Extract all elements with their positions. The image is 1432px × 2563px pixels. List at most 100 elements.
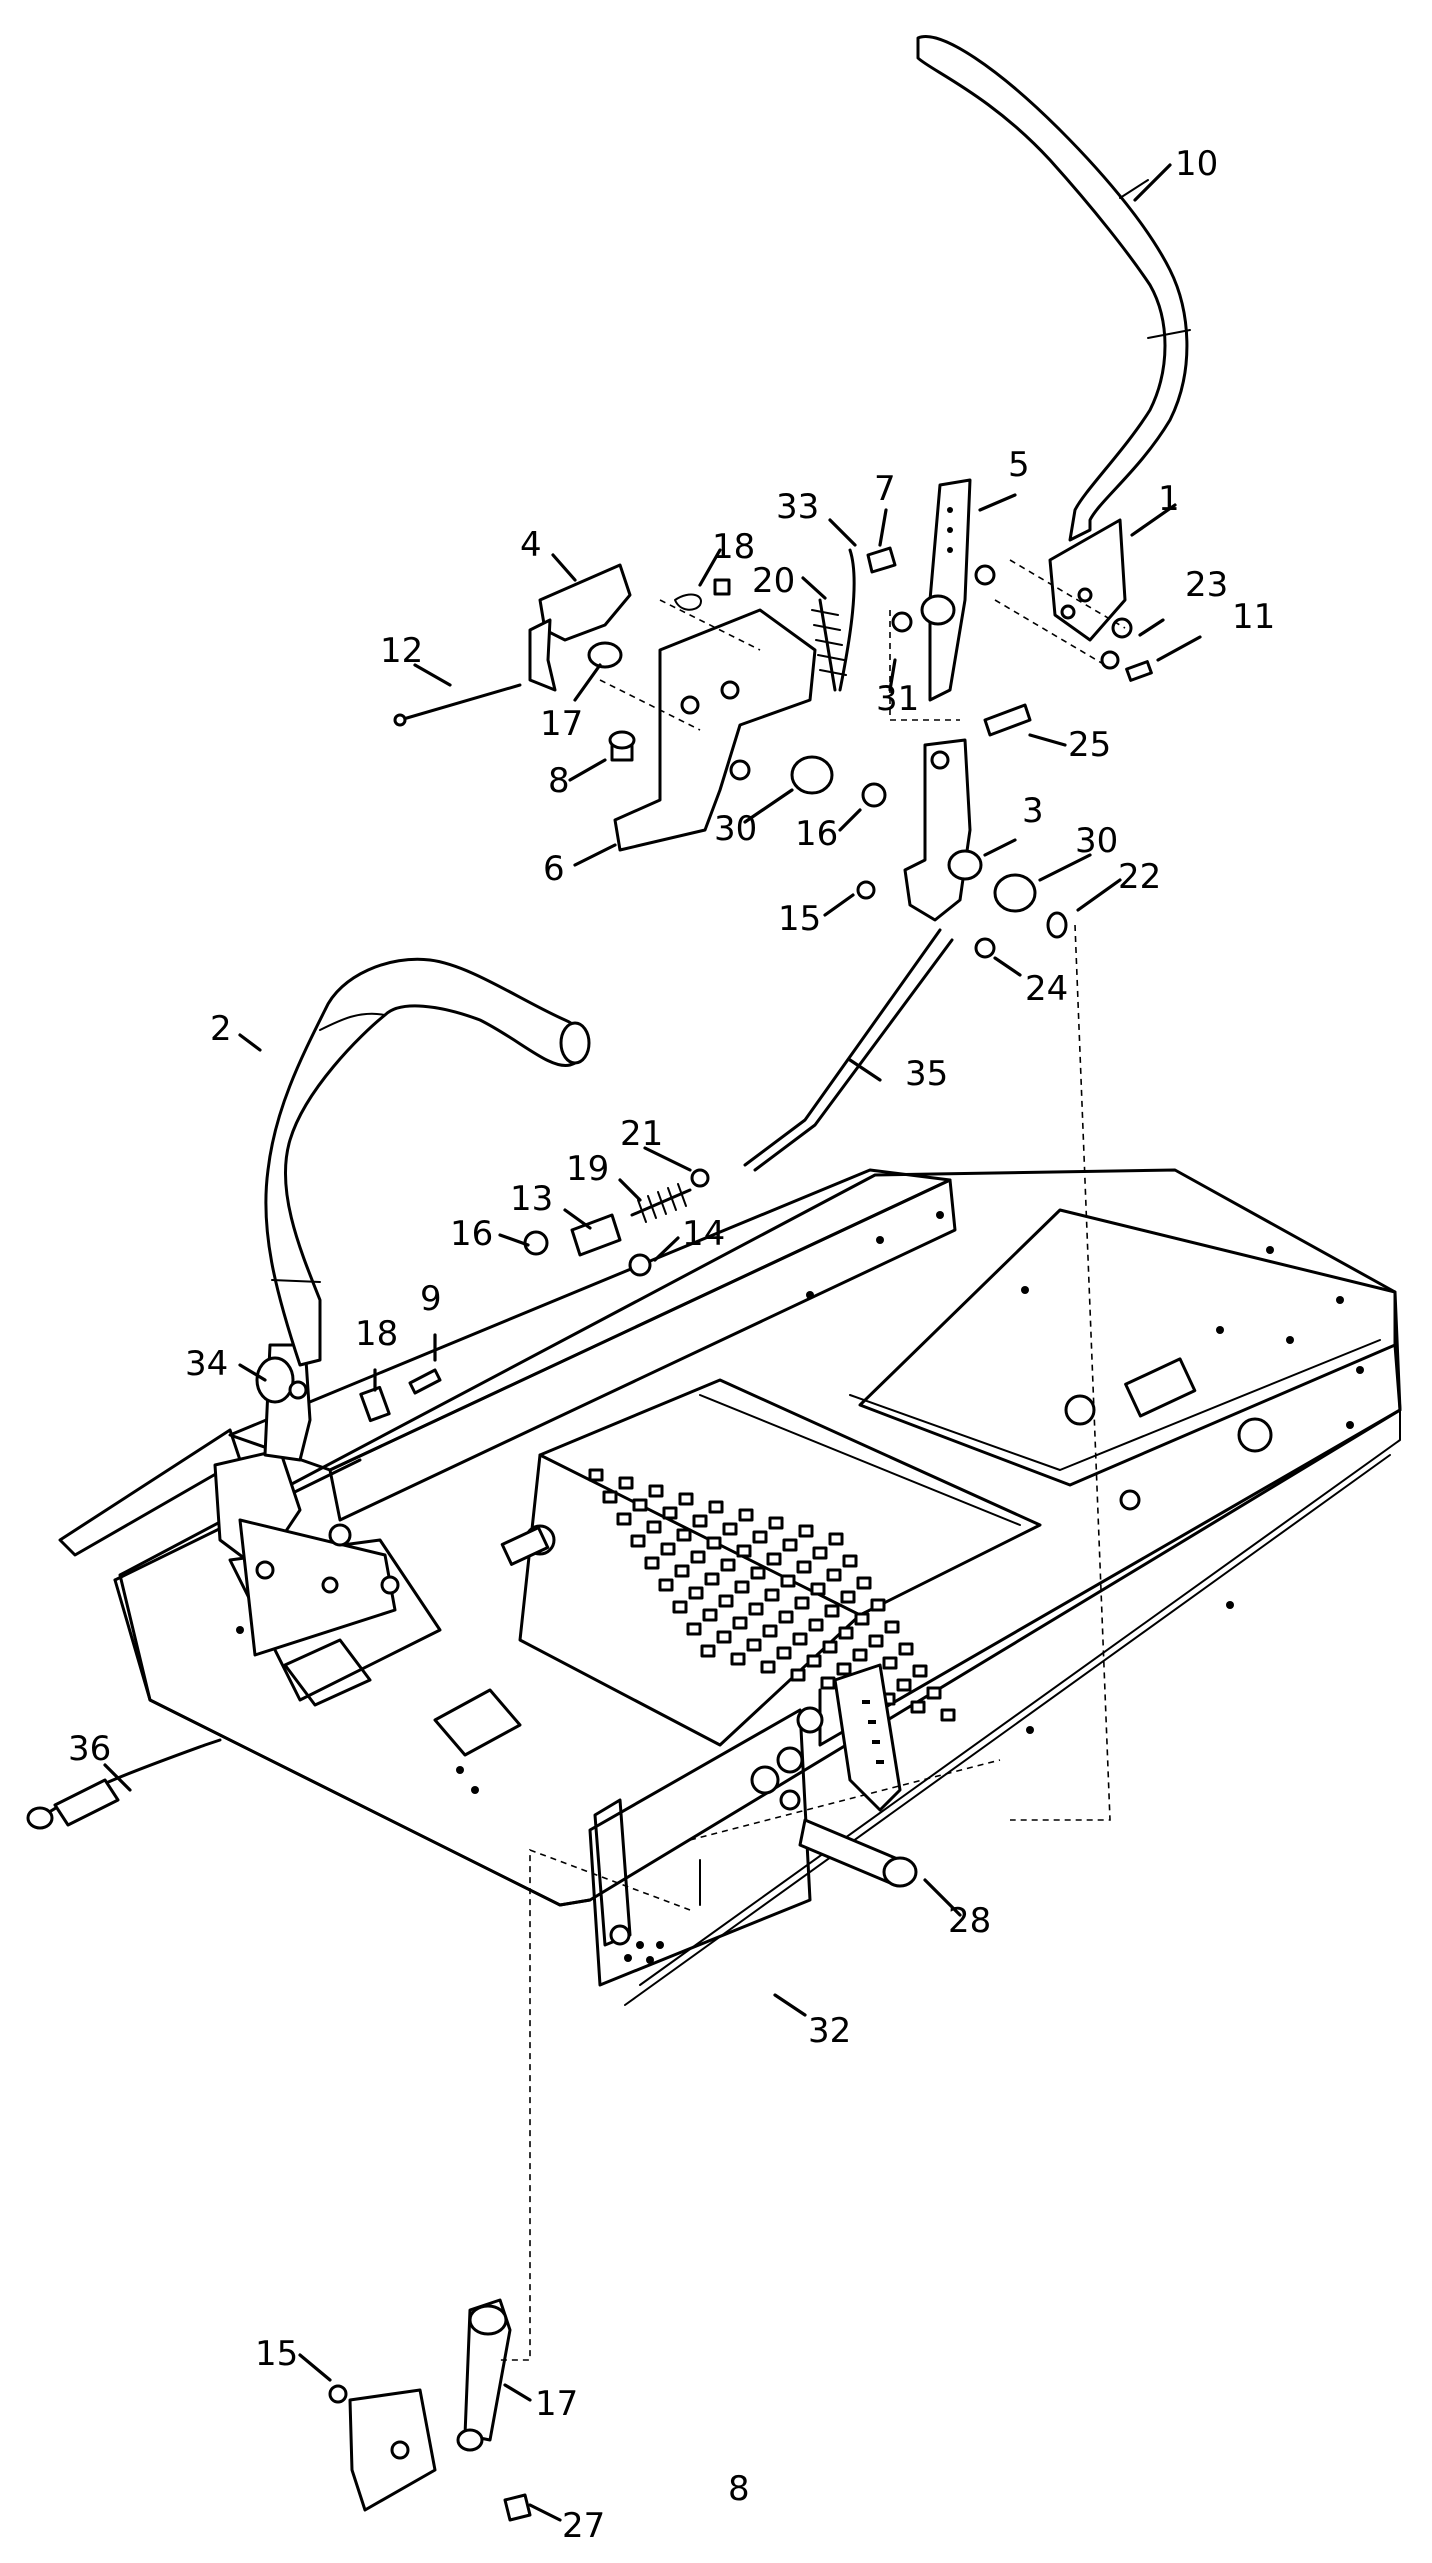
- floor-pan-holes: [588, 1468, 956, 1722]
- callout-2: 2: [210, 1009, 232, 1049]
- floor-hole: [854, 1612, 870, 1626]
- floor-hole: [810, 1582, 826, 1596]
- callout-33: 33: [776, 487, 819, 527]
- floor-hole: [736, 1544, 752, 1558]
- floor-hole: [704, 1572, 720, 1586]
- floor-hole: [896, 1678, 912, 1692]
- floor-hole: [646, 1520, 662, 1534]
- lower-parts: [348, 2298, 532, 2522]
- floor-hole: [644, 1556, 660, 1570]
- callout-25: 23: [1185, 565, 1228, 605]
- floor-hole: [898, 1642, 914, 1656]
- callout-23: 21: [620, 1114, 663, 1154]
- floor-hole: [798, 1524, 814, 1538]
- floor-hole: [764, 1588, 780, 1602]
- floor-hole: [912, 1664, 928, 1678]
- floor-hole: [676, 1528, 692, 1542]
- callout-16b: 16: [450, 1214, 493, 1254]
- callout-4: 4: [520, 525, 542, 565]
- floor-hole: [706, 1536, 722, 1550]
- floor-hole: [732, 1616, 748, 1630]
- callout-19: 17: [535, 2384, 578, 2424]
- floor-hole: [702, 1608, 718, 1622]
- callout-24: 22: [1118, 857, 1161, 897]
- floor-hole: [790, 1668, 806, 1682]
- handle-left: [264, 957, 591, 1367]
- callout-35: 35: [905, 1054, 948, 1094]
- callout-21: 19: [566, 1149, 609, 1189]
- floor-hole: [746, 1638, 762, 1652]
- floor-hole: [842, 1554, 858, 1568]
- callout-30b: 30: [1075, 821, 1118, 861]
- floor-hole: [778, 1610, 794, 1624]
- page-number: 8: [728, 2469, 750, 2509]
- floor-hole: [868, 1634, 884, 1648]
- callout-6: 6: [543, 849, 565, 889]
- floor-hole: [794, 1596, 810, 1610]
- callout-29: 27: [562, 2506, 605, 2546]
- floor-hole: [708, 1500, 724, 1514]
- callout-3: 3: [1022, 791, 1044, 831]
- callout-16: 16: [795, 814, 838, 854]
- floor-hole: [856, 1576, 872, 1590]
- floor-hole: [632, 1498, 648, 1512]
- floor-hole: [686, 1622, 702, 1636]
- callout-30a: 30: [714, 809, 757, 849]
- floor-hole: [820, 1676, 836, 1690]
- callout-9: 9: [420, 1279, 442, 1319]
- floor-hole: [822, 1640, 838, 1654]
- floor-hole: [672, 1600, 688, 1614]
- callout-15-lower: 15: [255, 2334, 298, 2374]
- callout-leaders: [103, 163, 1202, 2522]
- callout-1: 1: [1158, 479, 1180, 519]
- callout-numbers: 10 1 5 7 33 4 18 20 23 11 12 31 17 25 8 …: [68, 144, 1275, 2546]
- floor-hole: [766, 1552, 782, 1566]
- floor-hole: [926, 1686, 942, 1700]
- callout-28: 28: [948, 1901, 991, 1941]
- callout-10: 10: [1175, 144, 1218, 184]
- floor-hole: [722, 1522, 738, 1536]
- callout-11: 11: [1232, 597, 1275, 637]
- callout-12: 12: [380, 631, 423, 671]
- callout-27: 25: [1068, 725, 1111, 765]
- floor-hole: [674, 1564, 690, 1578]
- floor-hole: [688, 1586, 704, 1600]
- floor-hole: [690, 1550, 706, 1564]
- floor-hole: [776, 1646, 792, 1660]
- callout-22: 20: [752, 561, 795, 601]
- floor-hole: [782, 1538, 798, 1552]
- floor-hole: [692, 1514, 708, 1528]
- callout-36: 36: [68, 1729, 111, 1769]
- floor-hole: [588, 1468, 604, 1482]
- floor-hole: [730, 1652, 746, 1666]
- callout-15a: 15: [778, 899, 821, 939]
- floor-hole: [748, 1602, 764, 1616]
- floor-hole: [808, 1618, 824, 1632]
- floor-hole: [806, 1654, 822, 1668]
- floor-hole: [662, 1506, 678, 1520]
- callout-32-label: 32: [808, 2011, 851, 2051]
- callout-5: 5: [1008, 445, 1030, 485]
- floor-hole: [658, 1578, 674, 1592]
- floor-hole: [752, 1530, 768, 1544]
- floor-hole: [910, 1700, 926, 1714]
- floor-hole: [678, 1492, 694, 1506]
- callout-7: 7: [874, 469, 896, 509]
- floor-hole: [792, 1632, 808, 1646]
- callout-31: 31: [876, 679, 919, 719]
- floor-hole: [734, 1580, 750, 1594]
- callout-17: 17: [540, 704, 583, 744]
- floor-hole: [660, 1542, 676, 1556]
- callout-26: 24: [1025, 969, 1068, 1009]
- floor-hole: [780, 1574, 796, 1588]
- floor-hole: [602, 1490, 618, 1504]
- floor-hole: [826, 1568, 842, 1582]
- floor-hole: [760, 1660, 776, 1674]
- floor-hole: [768, 1516, 784, 1530]
- callout-34: 34: [185, 1344, 228, 1384]
- floor-hole: [838, 1626, 854, 1640]
- floor-hole: [616, 1512, 632, 1526]
- callout-18: 18: [712, 527, 755, 567]
- upper-control-parts: [328, 478, 1153, 2404]
